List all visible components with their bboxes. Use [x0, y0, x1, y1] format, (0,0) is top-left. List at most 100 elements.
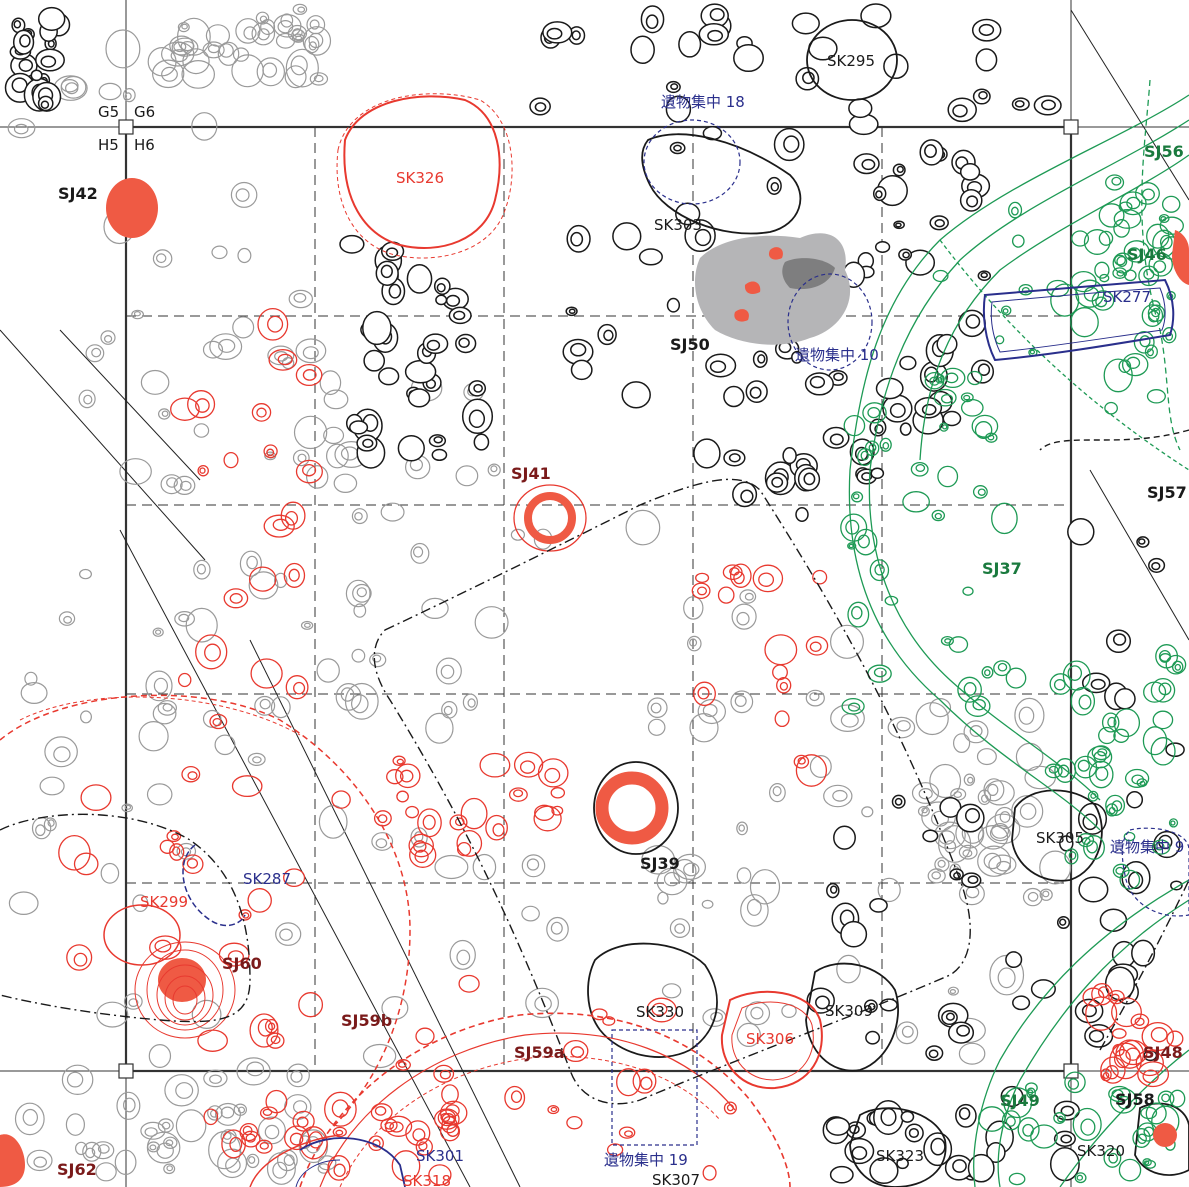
black-pit [397, 435, 425, 462]
red-pit [1166, 1030, 1184, 1047]
gray-pit [369, 652, 387, 668]
green-pit [1155, 644, 1179, 669]
green-pit [1145, 1102, 1167, 1125]
red-pit [1137, 1061, 1170, 1088]
gray-pit [275, 922, 302, 946]
gray-pit [248, 571, 279, 600]
gray-pit [208, 1130, 242, 1170]
green-pit [1123, 831, 1136, 842]
gray-pit [749, 869, 781, 905]
gray-pit [233, 1103, 247, 1116]
gray-pit-inner [953, 791, 963, 798]
gray-pit [164, 1074, 199, 1107]
green-pit [1147, 304, 1166, 322]
gray-pit [326, 443, 349, 469]
green-pit-inner [1067, 1078, 1080, 1090]
green-pit-inner [867, 406, 881, 419]
black-pit-inner [980, 272, 988, 279]
black-pit-inner [1060, 1134, 1073, 1144]
red-pit [479, 752, 511, 778]
gray-pit [185, 607, 218, 643]
green-pit [957, 676, 982, 703]
red-pit [223, 451, 239, 469]
gray-pit [152, 627, 164, 637]
gray-pit-inner [832, 789, 848, 802]
major-red-features [0, 93, 823, 1187]
black-pit [30, 69, 43, 82]
green-pit [862, 402, 887, 424]
label-sk301: SK301 [416, 1147, 464, 1165]
red-pit [508, 787, 528, 802]
red-pit [266, 1032, 285, 1049]
gray-pit [371, 832, 394, 851]
green-pit [940, 635, 954, 646]
green-pit-inner [1080, 1118, 1096, 1136]
red-pit [562, 1039, 589, 1063]
black-pit-inner [40, 55, 57, 68]
black-pit-inner [965, 314, 981, 329]
gray-pit-inner [264, 1124, 280, 1140]
red-pit [504, 1085, 526, 1110]
red-pit [1085, 996, 1118, 1031]
gray-pit-inner [35, 824, 46, 837]
red-pit-inner [289, 1132, 304, 1146]
red-pit-inner [422, 814, 436, 830]
gray-pit-inner [1042, 890, 1050, 898]
green-pit-inner [868, 443, 877, 452]
red-pit [396, 790, 409, 803]
gray-pit [1014, 697, 1045, 734]
red-pit [195, 634, 228, 670]
green-pit [1118, 201, 1133, 212]
red-pit [66, 944, 93, 971]
label-sk320: SK320 [1077, 1142, 1125, 1160]
gray-pit-inner [252, 756, 262, 764]
gray-pit [285, 48, 319, 88]
gray-pit [487, 463, 501, 477]
gray-pit [353, 603, 367, 618]
gray-pit [944, 840, 957, 854]
green-pit [1001, 1110, 1021, 1131]
black-pit-inner [534, 102, 547, 112]
gray-pit-inner [650, 702, 662, 714]
red-pit [203, 1108, 219, 1126]
black-pit [1131, 939, 1156, 967]
green-pit [974, 421, 993, 439]
gray-pit-inner [235, 188, 250, 202]
gray-pit [217, 41, 240, 66]
red-pit-inner [413, 840, 427, 853]
green-pit-inner [940, 394, 954, 404]
gray-pit-inner [949, 988, 957, 994]
red-pit [456, 841, 472, 857]
gray-pit-inner [750, 1006, 764, 1020]
gray-pit [247, 752, 266, 767]
gray-pit-inner [443, 705, 453, 716]
red-pit [456, 829, 483, 857]
red-pit [793, 754, 810, 769]
gray-pit [123, 993, 143, 1010]
black-pit-inner [809, 375, 826, 389]
black-pit [869, 1157, 899, 1185]
green-pit [1074, 755, 1098, 779]
green-pit-inner [1021, 286, 1030, 294]
black-pit-inner [958, 1107, 971, 1120]
gray-pit [1011, 795, 1044, 828]
gray-pit [988, 854, 1017, 875]
red-pit [249, 1013, 279, 1048]
green-pit-inner [1068, 851, 1077, 860]
gray-pit [275, 32, 296, 49]
gray-pit-inner [663, 871, 680, 887]
green-pit [1118, 359, 1132, 374]
black-pit [829, 1165, 854, 1184]
gray-pit-inner [340, 687, 355, 702]
black-pit-inner [546, 27, 563, 40]
gray-pits [7, 3, 1072, 1185]
black-pit-inner [964, 807, 981, 824]
red-pit [408, 833, 434, 858]
gray-pit-inner [128, 998, 139, 1007]
red-pit [805, 635, 829, 656]
gray-pit-inner [279, 928, 293, 941]
gray-pit-inner [274, 350, 289, 362]
gray-pit [657, 891, 669, 905]
red-pit-inner [640, 1076, 653, 1090]
gray-pit [235, 18, 261, 44]
